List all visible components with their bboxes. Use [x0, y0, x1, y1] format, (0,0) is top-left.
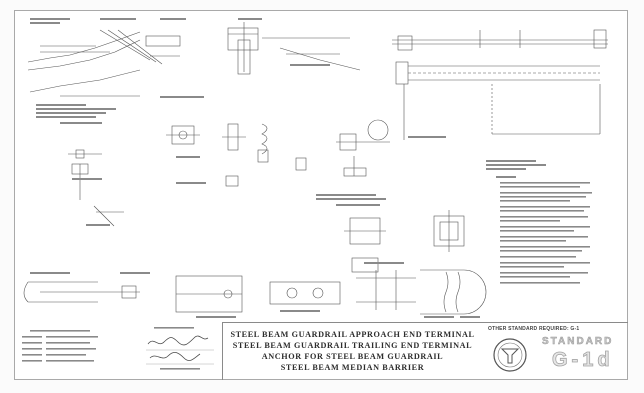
- title-block: STEEL BEAM GUARDRAIL APPROACH END TERMIN…: [222, 322, 482, 380]
- standard-block: OTHER STANDARD REQUIRED: G-1 STANDARD G-…: [482, 322, 628, 380]
- signature-icon: [146, 327, 214, 370]
- post-detail: [227, 22, 361, 75]
- hardware-details: [166, 119, 390, 187]
- title-line-3: ANCHOR FOR STEEL BEAM GUARDRAIL: [261, 352, 444, 361]
- standard-number: G-1d: [552, 349, 614, 372]
- revision-lines: [22, 330, 98, 362]
- other-standards-note: OTHER STANDARD REQUIRED: G-1: [488, 326, 580, 332]
- section-views: [344, 210, 465, 273]
- standard-label: STANDARD: [542, 336, 614, 348]
- state-seal-icon: [493, 338, 527, 372]
- title-line-4: STEEL BEAM MEDIAN BARRIER: [280, 363, 425, 372]
- approach-end-detail: [27, 29, 181, 97]
- approval-signatures: [140, 322, 222, 380]
- title-line-1: STEEL BEAM GUARDRAIL APPROACH END TERMIN…: [230, 330, 475, 339]
- bottom-details: [23, 269, 487, 315]
- title-line-2: STEEL BEAM GUARDRAIL TRAILING END TERMIN…: [232, 341, 473, 350]
- revision-block: [20, 326, 140, 378]
- plan-view: [392, 29, 608, 140]
- bolt-details: [68, 149, 124, 227]
- title-lines: STEEL BEAM GUARDRAIL APPROACH END TERMIN…: [223, 323, 482, 373]
